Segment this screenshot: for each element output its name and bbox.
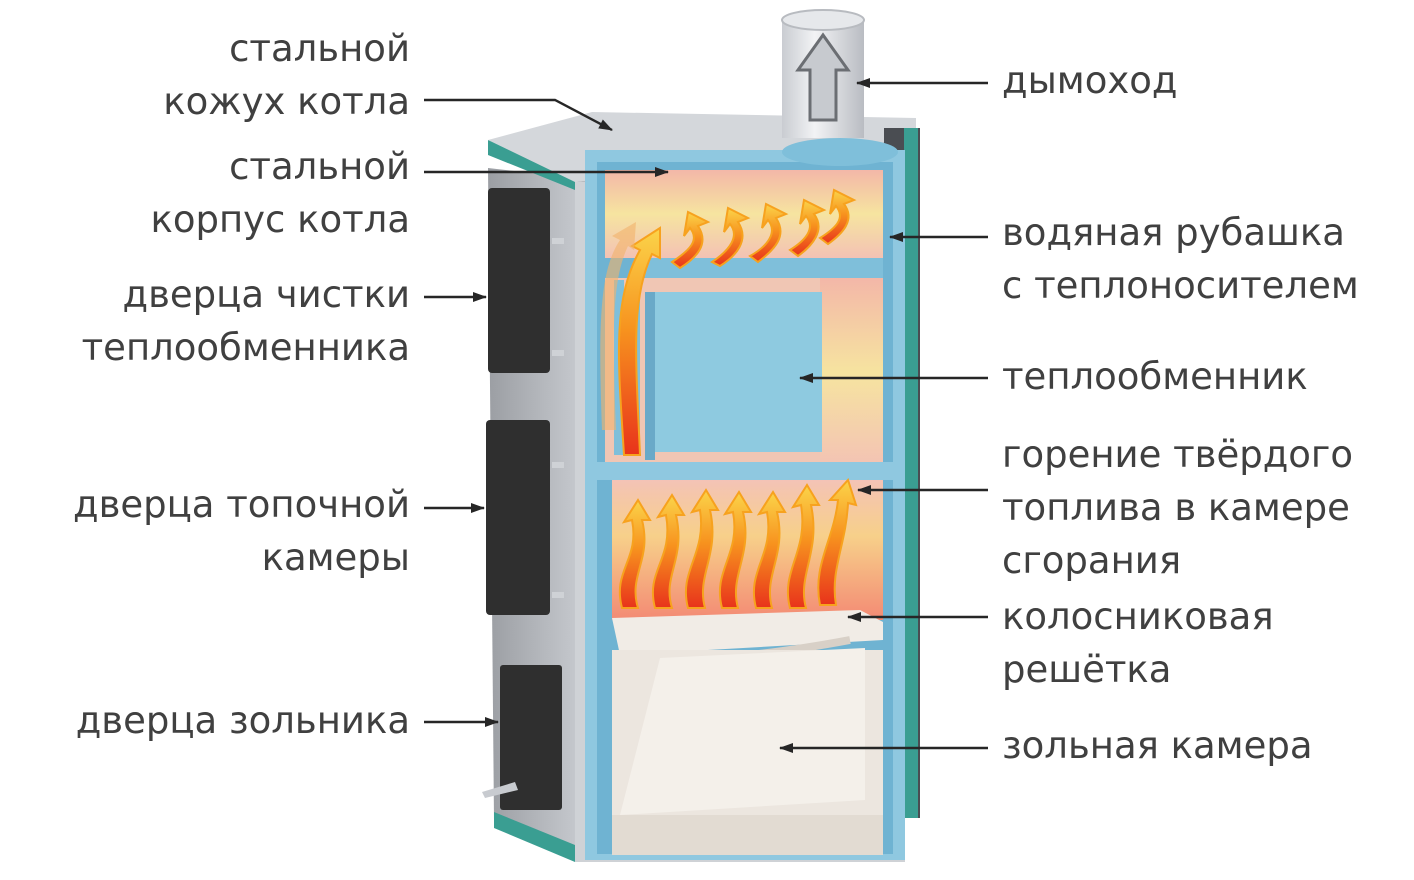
ash-chamber-floor — [612, 815, 883, 855]
chimney-base-ring — [782, 138, 898, 166]
label-chimney: дымоход — [1002, 59, 1178, 102]
cleaning-door-handle — [552, 238, 564, 244]
label-steel-body: стальной корпус котла — [150, 145, 410, 241]
chimney-top — [781, 9, 865, 31]
right-wall-teal — [904, 128, 918, 818]
heat-exchanger-side-passage — [820, 278, 883, 468]
firebox-door-hinge — [552, 592, 564, 598]
leader-lines — [424, 78, 988, 753]
firebox-roof — [597, 462, 893, 480]
baffle-shelf — [645, 258, 883, 278]
leader-casing — [424, 98, 613, 132]
label-steel-casing: стальной кожух котла — [163, 27, 410, 123]
casing-teal-edge-bottom — [494, 812, 575, 862]
label-heat-exchanger: теплообменник — [1002, 355, 1308, 398]
heat-exchanger-shadow — [645, 292, 655, 460]
upper-chamber-flames — [670, 188, 857, 270]
flue-flame — [617, 226, 661, 456]
label-water-jacket: водяная рубашка с теплоносителем — [1002, 211, 1359, 307]
firebox-door — [486, 420, 550, 615]
chimney-smoke-arrow — [795, 32, 851, 122]
label-cleaning-door: дверца чистки теплообменника — [81, 273, 410, 369]
cleaning-door — [488, 188, 550, 373]
label-ash-door: дверца зольника — [75, 699, 410, 742]
ash-door-lever — [482, 782, 518, 798]
label-combustion: горение твёрдого топлива в камере сгоран… — [1002, 433, 1353, 582]
heat-exchanger-block — [652, 292, 822, 452]
flue-flame-2 — [600, 222, 636, 430]
ash-chamber-back — [620, 648, 865, 815]
label-grate: колосниковая решётка — [1002, 595, 1274, 691]
label-ash-chamber: зольная камера — [1002, 724, 1313, 767]
ash-door — [500, 665, 562, 810]
firebox-flames — [618, 478, 858, 609]
cleaning-door-hinge — [552, 350, 564, 356]
firebox-door-handle — [552, 462, 564, 468]
label-firebox-door: дверца топочной камеры — [72, 483, 410, 579]
casing-teal-edge-left — [488, 140, 575, 190]
